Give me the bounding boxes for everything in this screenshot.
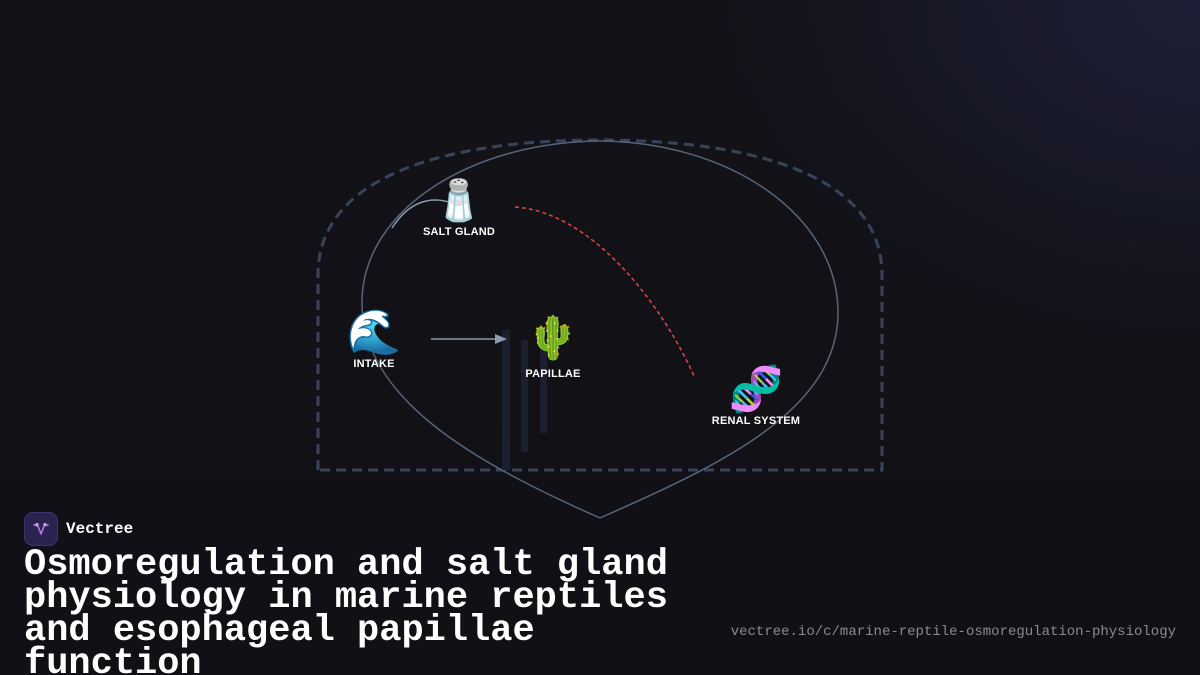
vectree-logo-icon <box>24 512 58 546</box>
decor-bar <box>540 350 547 433</box>
brand[interactable]: Vectree <box>24 512 133 546</box>
node-salt-gland[interactable]: 🧂 SALT GLAND <box>423 176 495 238</box>
source-url[interactable]: vectree.io/c/marine-reptile-osmoregulati… <box>730 624 1176 640</box>
brand-name: Vectree <box>66 520 134 538</box>
node-papillae[interactable]: 🌵 PAPILLAE <box>525 313 580 380</box>
wave-icon: 🌊 <box>347 307 402 358</box>
cactus-icon: 🌵 <box>527 313 579 362</box>
dna-icon: 🧬 <box>729 362 784 415</box>
node-renal-system[interactable]: 🧬 RENAL SYSTEM <box>712 362 800 427</box>
salt-gland-curve <box>391 199 453 229</box>
page-title: Osmoregulation and salt gland physiology… <box>24 544 668 675</box>
node-label: SALT GLAND <box>423 226 495 238</box>
salt-shaker-icon: 🧂 <box>434 176 484 224</box>
node-label: RENAL SYSTEM <box>712 415 800 427</box>
decor-bar <box>502 330 510 470</box>
body-frame <box>316 138 884 472</box>
decor-bar <box>521 340 528 452</box>
node-label: PAPILLAE <box>525 368 580 380</box>
edge-salt-gland-renal <box>514 206 696 379</box>
node-intake[interactable]: 🌊 INTAKE <box>347 307 402 370</box>
body-outline <box>361 140 839 519</box>
node-label: INTAKE <box>353 358 394 370</box>
